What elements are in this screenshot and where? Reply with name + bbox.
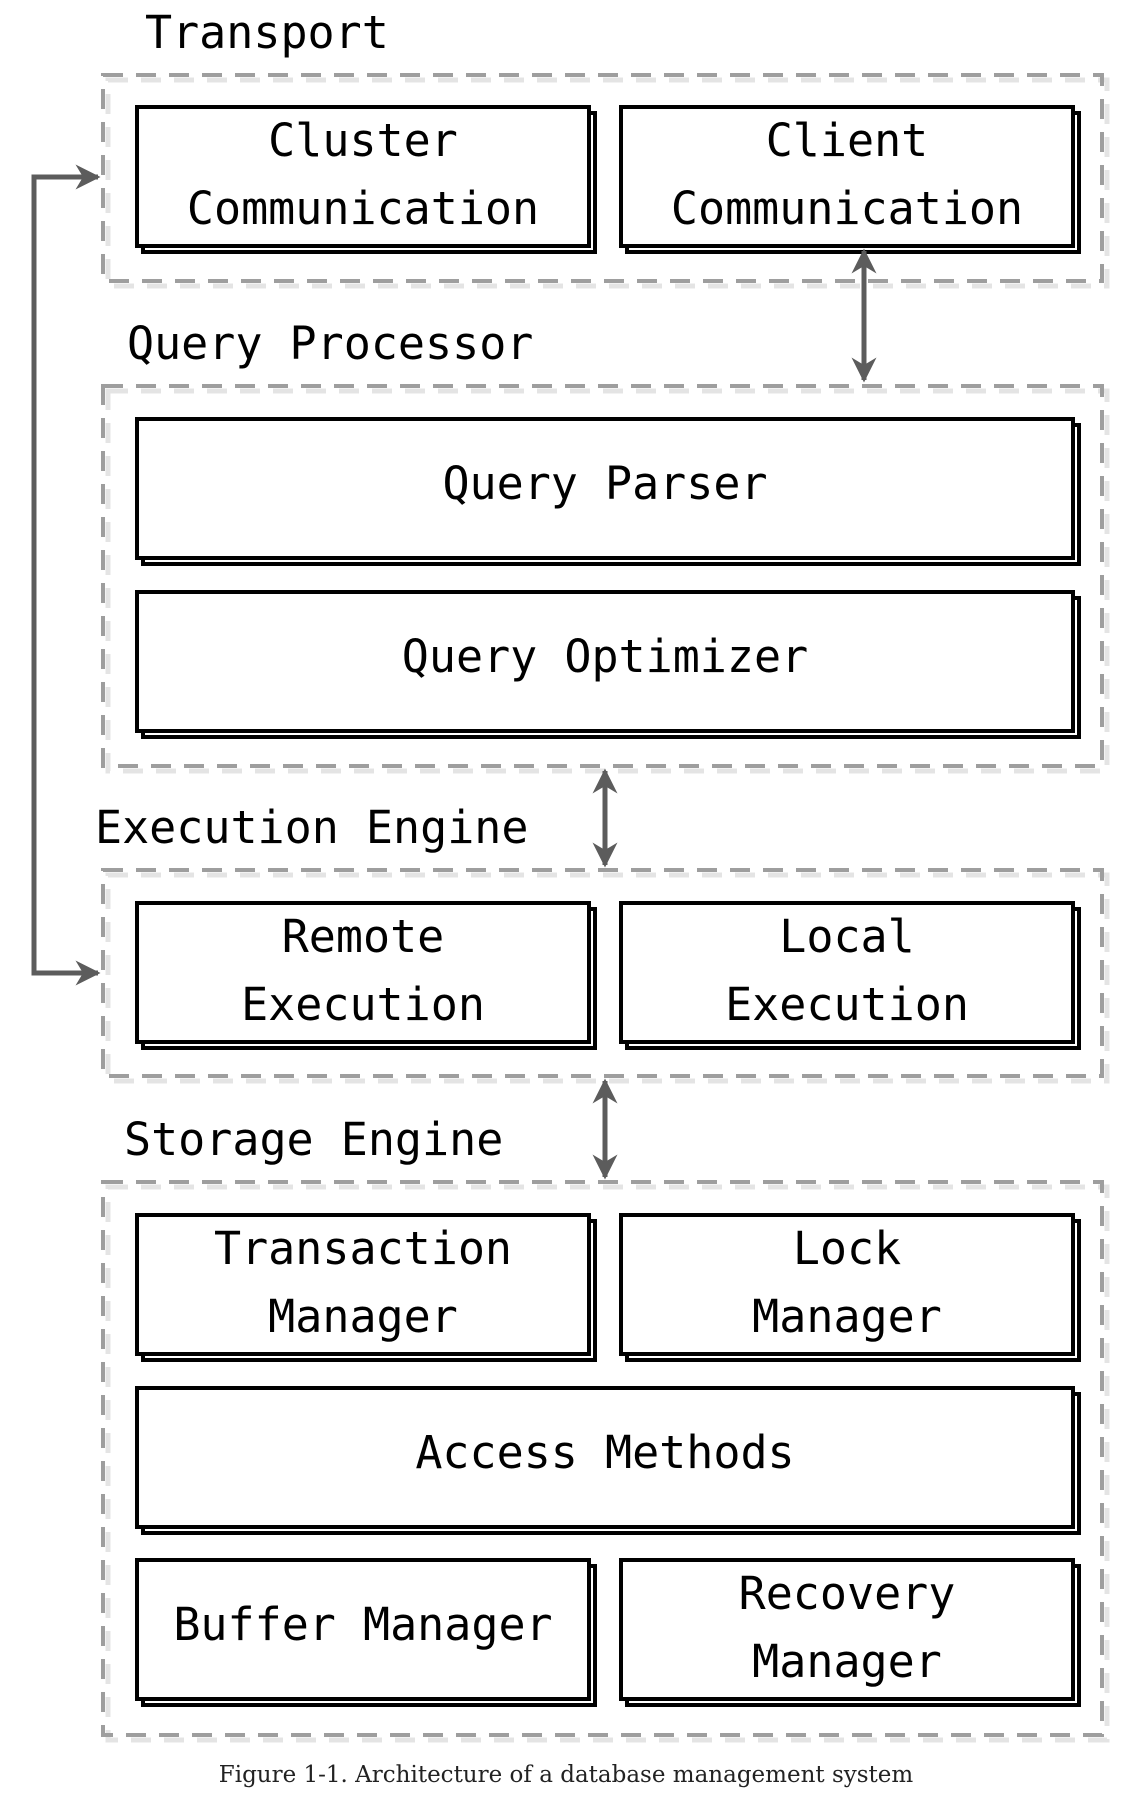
layer-storage-engine: Storage Engine Transaction Manager Lock … <box>101 1113 1110 1743</box>
box-buffer-manager-label: Buffer Manager <box>173 1598 552 1651</box>
box-recovery-manager: Recovery Manager <box>619 1558 1081 1707</box>
layer-transport-border <box>101 73 1104 283</box>
arrow-cluster-remote-feedback <box>31 164 101 986</box>
box-access-methods-label: Access Methods <box>415 1426 794 1479</box>
box-lock-manager-line-2: Manager <box>752 1290 942 1343</box>
box-cluster-communication-line-2: Communication <box>187 182 539 235</box>
box-query-optimizer: Query Optimizer <box>135 590 1081 739</box>
box-local-execution-line-1: Local <box>779 910 914 963</box>
box-local-execution: Local Execution <box>619 901 1081 1050</box>
layer-storage-engine-border <box>101 1180 1104 1737</box>
box-recovery-manager-line-2: Manager <box>752 1635 942 1688</box>
box-cluster-communication-line-1: Cluster <box>268 114 458 167</box>
box-transaction-manager-line-1: Transaction <box>214 1222 512 1275</box>
layer-title-query-processor: Query Processor <box>127 317 533 370</box>
box-recovery-manager-line-1: Recovery <box>739 1567 956 1620</box>
layer-title-transport: Transport <box>145 6 389 59</box>
box-transaction-manager: Transaction Manager <box>135 1213 597 1362</box>
layer-transport: Transport Cluster Communication Client C… <box>101 6 1110 289</box>
box-access-methods: Access Methods <box>135 1386 1081 1535</box>
box-query-parser-label: Query Parser <box>442 457 767 510</box>
box-lock-manager-line-1: Lock <box>793 1222 901 1275</box>
box-client-communication: Client Communication <box>619 105 1081 254</box>
box-cluster-communication: Cluster Communication <box>135 105 597 254</box>
box-remote-execution-line-2: Execution <box>241 978 485 1031</box>
box-client-communication-line-2: Communication <box>671 182 1023 235</box>
layer-query-processor: Query Processor Query Parser Query Optim… <box>101 317 1110 774</box>
box-remote-execution: Remote Execution <box>135 901 597 1050</box>
box-lock-manager: Lock Manager <box>619 1213 1081 1362</box>
box-client-communication-line-1: Client <box>766 114 929 167</box>
layer-execution-engine: Execution Engine Remote Execution Local … <box>95 801 1110 1084</box>
box-local-execution-line-2: Execution <box>725 978 969 1031</box>
box-remote-execution-line-1: Remote <box>282 910 445 963</box>
box-query-optimizer-label: Query Optimizer <box>402 630 808 683</box>
layer-query-processor-border <box>101 384 1104 768</box>
box-buffer-manager: Buffer Manager <box>135 1558 597 1707</box>
layer-title-execution-engine: Execution Engine <box>95 801 528 854</box>
figure-caption: Figure 1-1. Architecture of a database m… <box>218 1762 914 1788</box>
box-query-parser: Query Parser <box>135 417 1081 566</box>
layer-execution-engine-border <box>101 868 1104 1078</box>
layer-title-storage-engine: Storage Engine <box>124 1113 503 1166</box>
box-transaction-manager-line-2: Manager <box>268 1290 458 1343</box>
